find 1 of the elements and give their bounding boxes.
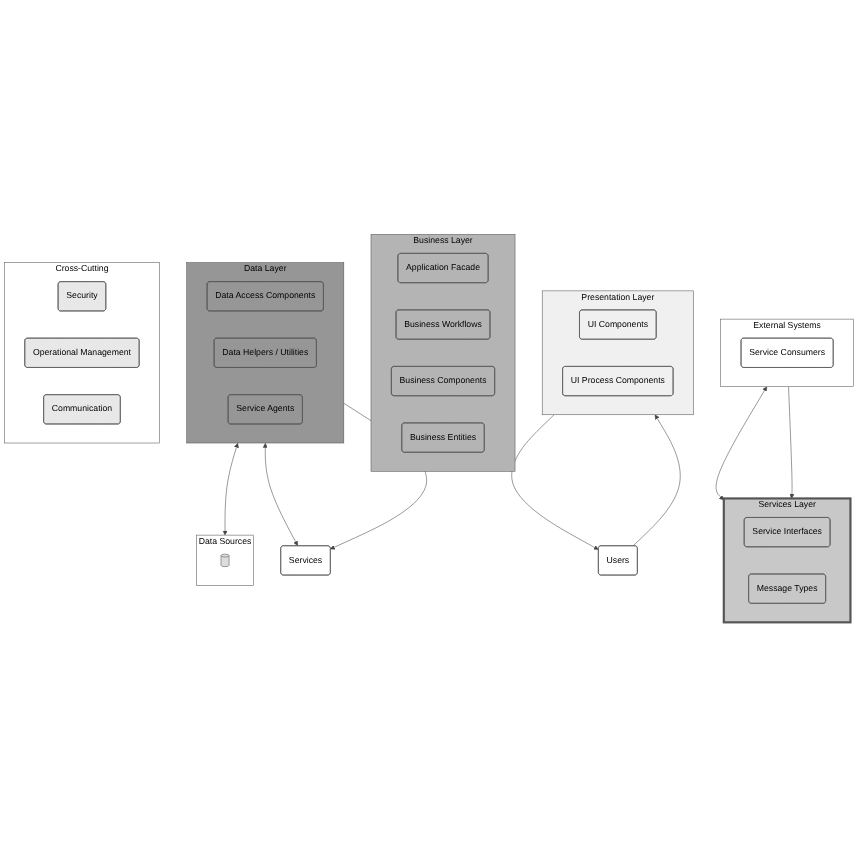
node-cylinder	[220, 554, 230, 568]
